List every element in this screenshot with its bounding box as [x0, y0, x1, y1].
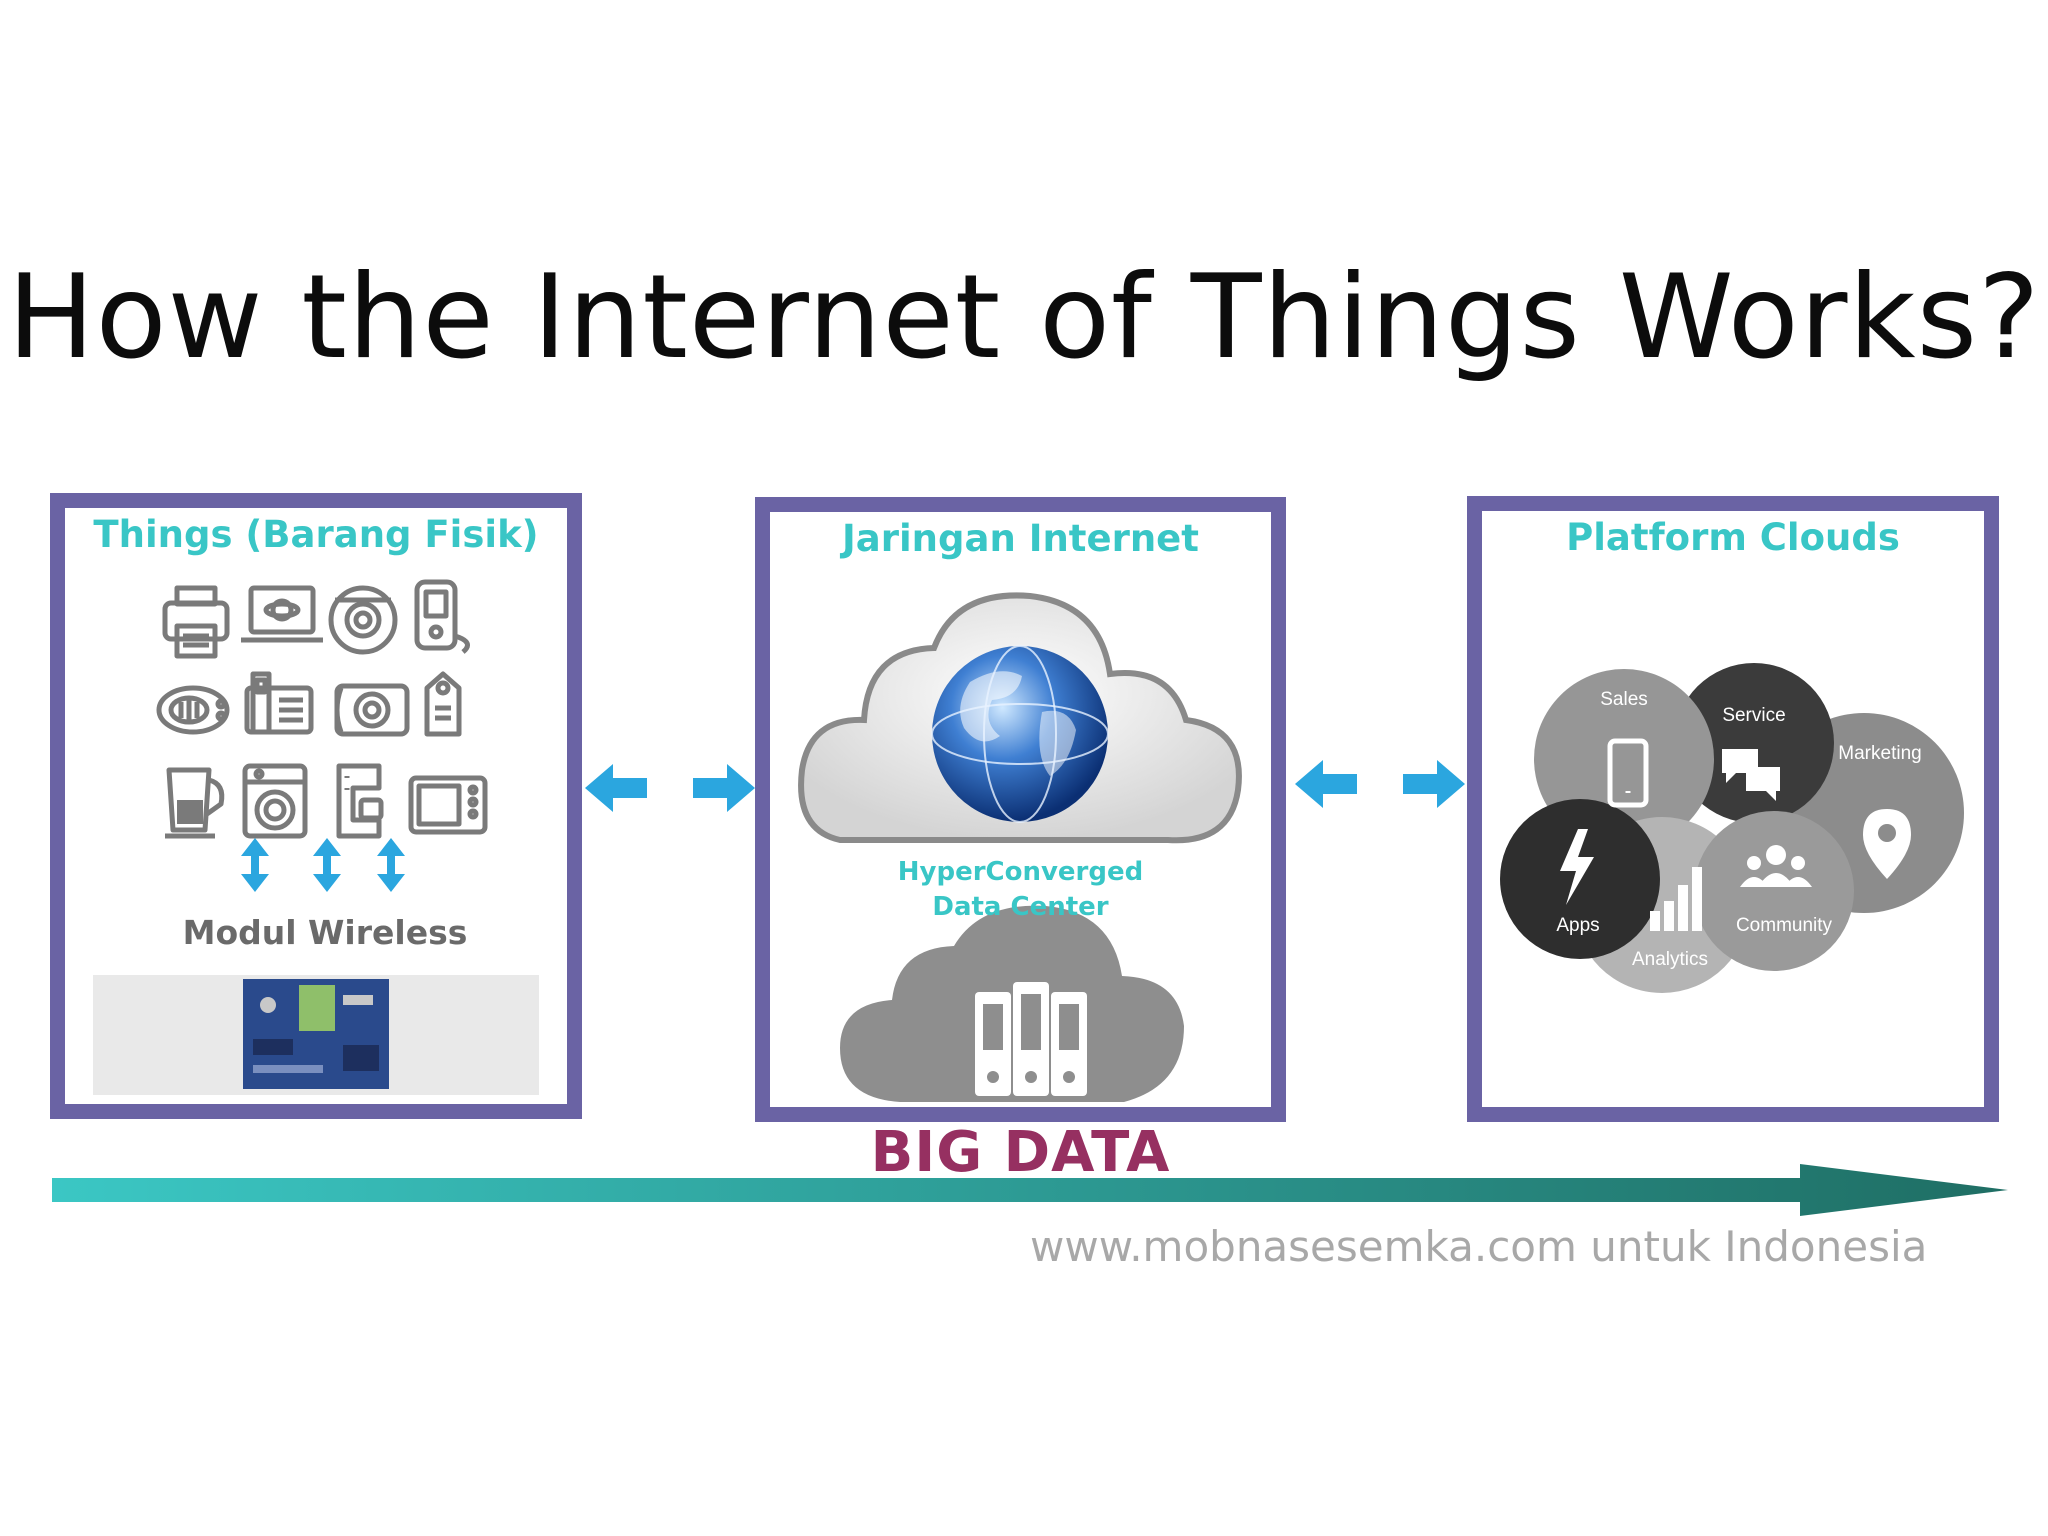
- module-label: Modul Wireless: [182, 913, 468, 952]
- washing-machine-icon: [242, 763, 308, 839]
- network-panel: Jaringan Internet: [755, 497, 1286, 1122]
- arrow-right-icon: [693, 764, 755, 812]
- up-down-arrow-icon: [313, 838, 341, 892]
- up-down-arrow-icon: [241, 838, 269, 892]
- datacenter-label-line2: Data Center: [932, 892, 1109, 922]
- bubble-label-sales: Sales: [1600, 689, 1648, 710]
- arrow-left-icon: [585, 764, 647, 812]
- bar-chart-icon: [1650, 867, 1702, 931]
- desk-phone-icon: [244, 671, 314, 735]
- smartphone-icon: [1607, 738, 1649, 808]
- globe-icon: [931, 645, 1109, 823]
- clouds-heading: Platform Clouds: [1566, 516, 1900, 559]
- laptop-icon: [241, 585, 323, 643]
- datacenter-label-line1: HyperConverged: [897, 857, 1144, 887]
- coffee-machine-icon: [336, 763, 384, 839]
- microwave-icon: [408, 775, 488, 835]
- arrow-right-icon: [1403, 760, 1465, 808]
- things-heading: Things (Barang Fisik): [93, 513, 539, 556]
- source-credit: www.mobnasesemka.com untuk Indonesia: [1030, 1222, 1928, 1271]
- wireless-arrows: [241, 838, 405, 892]
- data-center-cloud-icon: [840, 905, 1184, 1102]
- bubble-service: [1674, 663, 1834, 823]
- wireless-board-icon: [243, 979, 389, 1089]
- lightning-icon: [1560, 829, 1594, 905]
- bidirectional-arrow-right: [1295, 760, 1465, 808]
- big-data-label: BIG DATA: [870, 1120, 1171, 1185]
- bubble-label-marketing: Marketing: [1838, 743, 1921, 764]
- things-panel: Things (Barang Fisik) Modul Wireless: [50, 493, 582, 1119]
- oven-icon: [156, 685, 230, 735]
- printer-icon: [162, 585, 230, 659]
- bidirectional-arrow-left: [585, 764, 755, 812]
- module-image-area: [93, 975, 539, 1095]
- camera-icon: [334, 683, 410, 737]
- up-down-arrow-icon: [377, 838, 405, 892]
- bubble-label-community: Community: [1736, 915, 1833, 936]
- community-icon: [1740, 845, 1812, 887]
- bubble-label-apps: Apps: [1556, 915, 1599, 936]
- bubble-label-analytics: Analytics: [1632, 949, 1708, 970]
- robot-vacuum-icon: [328, 585, 398, 655]
- tag-device-icon: [424, 671, 462, 737]
- bubble-community: [1694, 811, 1854, 971]
- things-icons: [156, 579, 488, 892]
- cloud-services-diagram: Sales Service Marketing Apps Analytics C…: [1500, 663, 1964, 993]
- bubble-label-service: Service: [1722, 705, 1785, 726]
- location-pin-icon: [1863, 809, 1911, 879]
- network-heading: Jaringan Internet: [842, 517, 1199, 560]
- clouds-panel: Platform Clouds Sales Service Marketing: [1467, 496, 1999, 1122]
- chat-bubbles-icon: [1722, 749, 1780, 801]
- timeline-arrow: [52, 1164, 2008, 1216]
- slide-title: How the Internet of Things Works?: [7, 250, 2041, 385]
- kettle-icon: [165, 767, 225, 839]
- network-graphics: [798, 592, 1242, 1102]
- arrow-left-icon: [1295, 760, 1357, 808]
- phone-handset-icon: [414, 579, 470, 654]
